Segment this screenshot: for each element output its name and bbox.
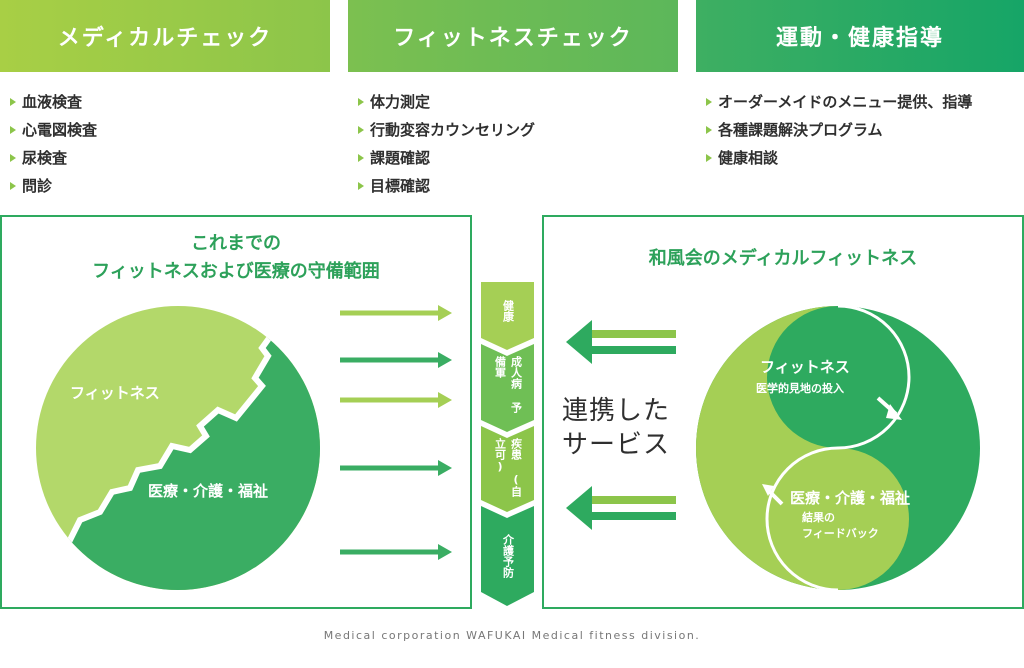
right-medical-sub-line1: 結果の xyxy=(802,511,835,524)
footer-credit: Medical corporation WAFUKAI Medical fitn… xyxy=(323,629,701,642)
right-panel-title: 和風会のメディカルフィットネス xyxy=(648,248,918,269)
left-title-line1: これまでの xyxy=(191,233,281,254)
header-fitness-check: フィットネスチェック xyxy=(348,0,678,72)
fitness-check-list: 体力測定 行動変容カウンセリング 課題確認 目標確認 xyxy=(356,88,535,200)
right-medical-sub-line2: フィードバック xyxy=(802,527,879,540)
stage-disease xyxy=(481,426,534,512)
right-arrows xyxy=(566,320,676,530)
right-fitness-sub: 医学的見地の投入 xyxy=(756,382,844,395)
list-item: 行動変容カウンセリング xyxy=(356,116,535,144)
stage-care-label: 介護予防 xyxy=(501,534,515,578)
left-arrows xyxy=(340,305,452,560)
linked-service-line2: サービス xyxy=(562,430,671,460)
left-medical-label: 医療・介護・福祉 xyxy=(148,482,269,500)
list-item: 問診 xyxy=(8,172,97,200)
right-panel xyxy=(542,215,1024,609)
right-medical-label: 医療・介護・福祉 xyxy=(790,489,911,507)
list-item: オーダーメイドのメニュー提供、指導 xyxy=(704,88,972,116)
list-item: 血液検査 xyxy=(8,88,97,116)
right-fitness-label: フィットネス xyxy=(760,358,850,376)
linked-service-line1: 連携した xyxy=(562,396,671,426)
left-panel-title: これまでの フィットネスおよび医療の守備範囲 xyxy=(2,230,470,286)
list-item: 心電図検査 xyxy=(8,116,97,144)
list-item: 各種課題解決プログラム xyxy=(704,116,972,144)
header-exercise-guidance: 運動・健康指導 xyxy=(696,0,1024,72)
stage-prediabetes xyxy=(481,344,534,432)
header-medical-check: メディカルチェック xyxy=(0,0,330,72)
list-item: 目標確認 xyxy=(356,172,535,200)
right-medical-sub: 結果の フィードバック xyxy=(802,510,879,542)
stage-health-label: 健康 xyxy=(501,300,515,322)
left-fitness-label: フィットネス xyxy=(70,384,160,402)
stage-health xyxy=(481,282,534,350)
stage-column xyxy=(481,282,534,606)
list-item: 健康相談 xyxy=(704,144,972,172)
list-item: 体力測定 xyxy=(356,88,535,116)
medical-check-list: 血液検査 心電図検査 尿検査 問診 xyxy=(8,88,97,200)
stage-prediabetes-label: 成人病 予備軍 xyxy=(493,356,523,413)
list-item: 課題確認 xyxy=(356,144,535,172)
right-yin-yang xyxy=(696,304,980,592)
guidance-list: オーダーメイドのメニュー提供、指導 各種課題解決プログラム 健康相談 xyxy=(704,88,972,172)
list-item: 尿検査 xyxy=(8,144,97,172)
linked-service-text: 連携した サービス xyxy=(562,394,694,462)
divider-line xyxy=(57,328,278,562)
stage-disease-label: 疾患 (自立可) xyxy=(493,438,523,497)
stage-care xyxy=(481,506,534,606)
left-title-line2: フィットネスおよび医療の守備範囲 xyxy=(92,261,380,282)
